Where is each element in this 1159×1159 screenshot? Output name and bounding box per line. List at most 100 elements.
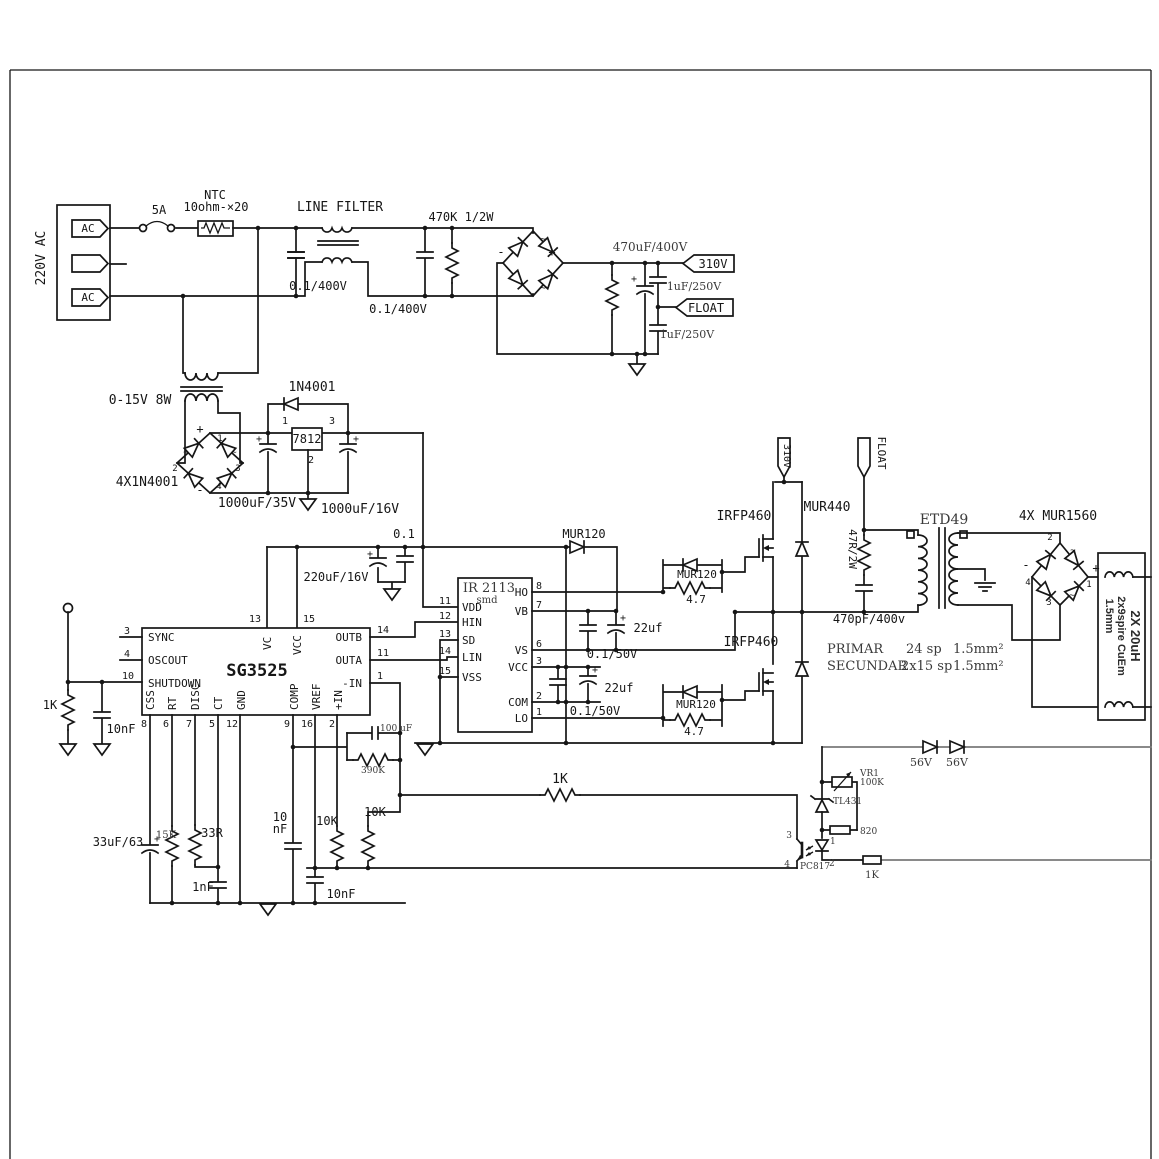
label-sg-n3: 3 [124,626,130,637]
label-cap-10nf-comp-2: nF [273,822,287,836]
zener-56v-b-symbol [949,740,965,754]
label-bridge1-ac1: ~ [540,234,546,245]
label-sg-plusin: +IN [332,690,345,710]
label-zener-56v-b: 56V [946,756,969,769]
label-ntc-value: 10ohm-×20 [183,200,248,214]
label-ir-n14: 14 [439,646,451,657]
label-ob-n4: 4 [1025,578,1030,588]
label-secundar-1: SECUNDAR [827,659,908,674]
label-ir-n3: 3 [536,656,542,667]
label-vr1-name: VR1 [859,769,879,779]
label-diode-1n4001: 1N4001 [289,380,336,395]
label-sg-comp: COMP [288,683,301,710]
label-cap-10nf-shutdown: 10nF [107,722,136,736]
label-ob-n2: 2 [1047,533,1052,543]
label-sg-n13: 13 [249,614,261,625]
label-sg-css: CSS [144,690,157,710]
label-sg-n14: 14 [377,625,389,636]
label-res-47-b: 4.7 [684,725,704,738]
label-res-1k-fb: 1K [552,772,568,787]
mains-rectifier-section [496,229,735,376]
label-ir-vss: VSS [462,671,482,684]
label-ab-n2: 2 [172,464,177,474]
irfp460-bottom-symbol [758,668,774,696]
mur120-boot-symbol [569,540,585,554]
label-sg-oscout: OSCOUT [148,654,188,667]
label-tl431-name: TL431 [833,797,862,807]
label-diode-mur120-boot: MUR120 [562,527,605,541]
label-cap-1uf-a: 1uF/250V [667,280,722,293]
sg3525-section [59,602,798,916]
irfp460-top-symbol [758,534,774,562]
label-sg-shutdown: SHUTDOWN [148,677,201,690]
label-tag-310v-b: 310V [781,444,792,468]
label-sg-n15: 15 [303,614,315,625]
label-out-bridge-name: 4X MUR1560 [1019,509,1097,524]
mur440-a-symbol [795,541,809,557]
label-plus-22uf-b: + [592,665,598,676]
label-bridge1-ac2: ~ [540,283,546,294]
label-mains-voltage: 220V AC [34,231,49,286]
label-transformer-etd49: ETD49 [920,512,969,528]
label-res-10k-b: 10K [364,805,386,819]
label-secundar-3: 1.5mm² [953,659,1004,674]
cap-470uf-symbol [635,290,655,296]
label-ir-n13: 13 [439,629,451,640]
label-ir-hin: HIN [462,616,482,629]
ac-pin-bottom [71,288,110,307]
label-cap-01-50-a: 0.1/50V [587,647,638,661]
label-tag-310v: 310V [699,257,728,271]
ground-icon [628,363,646,376]
label-reg-pin1: 1 [282,416,288,427]
ground-bar-icon [974,582,996,592]
label-sg-vc: VC [261,637,274,650]
label-ob-ac2: ~ [1069,591,1075,601]
zener-56v-a-symbol [922,740,938,754]
label-mosfet-top: IRFP460 [717,509,772,524]
label-res-10k-a: 10K [316,814,338,828]
diode-1n4001-symbol [283,397,299,411]
label-res-33r: 33R [201,826,223,840]
tag-float-shape [674,298,734,317]
label-cap-1000-35: 1000uF/35V [218,496,296,511]
label-zener-56v-a: 56V [910,756,933,769]
input-bridge-rectifier [501,229,565,298]
label-ir-sd: SD [462,634,475,647]
label-plus-33uf: + [154,834,160,845]
label-ob-n3: 3 [1046,598,1051,608]
label-bridge1-minus: - [497,245,504,259]
ac-pin-mid [71,254,110,273]
label-sg-minin: -IN [342,677,362,690]
output-bridge-rectifier [1030,541,1090,607]
label-mosfet-bottom: IRFP460 [724,635,779,650]
label-cap-1nf: 1nF [192,880,214,894]
label-opto-name: PC817 [800,862,830,872]
label-opto-n3: 3 [786,831,792,841]
label-sg-n5: 5 [209,719,215,730]
label-ob-plus: + [1092,561,1099,575]
label-sg-n7: 7 [186,719,192,730]
label-ab-plus: + [196,422,203,436]
opto-led-symbol [814,839,830,852]
label-ic-ir2113-pkg: smd [476,595,498,606]
label-ir-lo: LO [515,712,528,725]
label-ab-n4: 4 [216,482,221,492]
fuse-icon [138,223,148,233]
label-sg-n1: 1 [377,671,383,682]
label-ir-n2: 2 [536,691,542,702]
label-cap-470uf: 470uF/400V [613,240,688,254]
label-ac-terminal-bottom: AC [81,291,94,304]
label-sg-outa: OUTA [336,654,363,667]
label-ir-n15: 15 [439,666,451,677]
ac-pin-top [71,219,110,238]
label-cap-10nf-comp-1: 10 [273,810,287,824]
label-ir-n6: 6 [536,639,542,650]
drawing-frame [9,69,1152,1159]
ac-input-section [56,204,534,321]
label-ir-n12: 12 [439,611,451,622]
tag-310v-b-shape [777,437,791,479]
label-fuse-value: 5A [152,203,167,217]
label-ir-n7: 7 [536,600,542,611]
